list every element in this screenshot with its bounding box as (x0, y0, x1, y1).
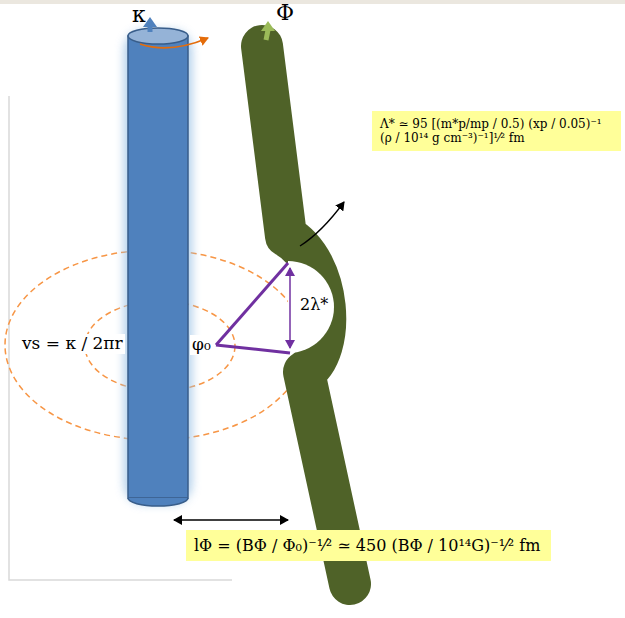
angle-label: φ₀ (190, 335, 213, 355)
frame-strip (0, 0, 625, 4)
vortex-top (128, 28, 188, 44)
formula-text: lΦ = (BΦ / Φ₀)⁻¹⁄² ≃ 450 (BΦ / 10¹⁴G)⁻¹⁄… (194, 536, 540, 555)
phi-arrowhead (261, 21, 275, 31)
separation-arrow (174, 519, 288, 520)
formula-text: Λ* ≃ 95 [(m*p/mp / 0.5) (xp / 0.05)⁻¹ (ρ… (380, 117, 613, 145)
vortex-glow (124, 30, 192, 504)
angle-line (216, 263, 288, 345)
vortex-cylinder (128, 36, 188, 498)
superfluid-velocity-label: vs = κ / 2πr (20, 334, 125, 354)
flux-label: Φ (276, 0, 294, 25)
flux-tube-indent (288, 261, 334, 353)
width-arrow (289, 268, 291, 348)
width-label: 2λ* (298, 296, 330, 314)
formula-box: lΦ = (BΦ / Φ₀)⁻¹⁄² ≃ 450 (BΦ / 10¹⁴G)⁻¹⁄… (186, 530, 551, 561)
frame-line (9, 96, 232, 580)
phi-arrow (266, 30, 268, 40)
flux-tube (262, 46, 350, 584)
vortex-circulation-label: κ (132, 2, 146, 27)
vortex-base (128, 498, 188, 506)
leader-arrow (300, 202, 344, 246)
formula-box: Λ* ≃ 95 [(m*p/mp / 0.5) (xp / 0.05)⁻¹ (ρ… (372, 111, 621, 151)
rotation-arrow (140, 38, 208, 48)
angle-line (216, 345, 290, 353)
